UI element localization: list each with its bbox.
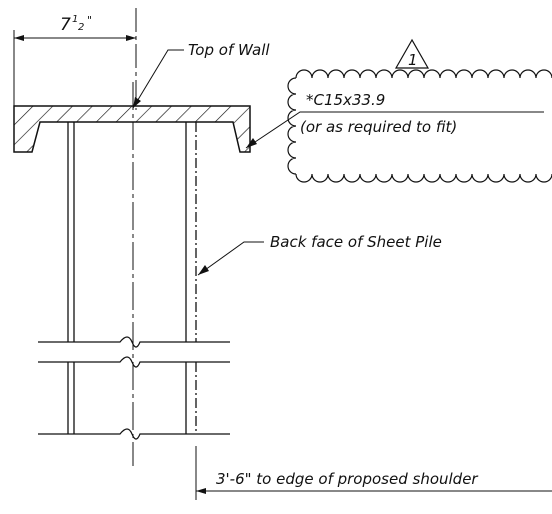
offset-dimension: 3'-6" to edge of proposed shoulder bbox=[195, 446, 552, 500]
channel-section-label: *C15x33.9 bbox=[306, 91, 385, 109]
back-face-callout: Back face of Sheet Pile bbox=[197, 233, 442, 276]
channel-leader-arrow-icon bbox=[246, 138, 257, 148]
channel-callout: *C15x33.9 (or as required to fit) bbox=[245, 91, 544, 149]
back-face-leader-arrow-icon bbox=[198, 265, 209, 275]
width-dimension: 7 1 2 " bbox=[13, 8, 137, 110]
revision-triangle-icon bbox=[394, 38, 430, 69]
channel-note-label: (or as required to fit) bbox=[300, 118, 457, 136]
dimension-numerator: 1 bbox=[72, 14, 78, 25]
dimension-inch-mark: " bbox=[87, 14, 92, 27]
dimension-denominator: 2 bbox=[78, 22, 84, 33]
revision-cloud bbox=[287, 69, 552, 183]
sheet-pile-lower bbox=[67, 362, 197, 434]
revision-number: 1 bbox=[408, 51, 418, 69]
offset-note: 3'-6" to edge of proposed shoulder bbox=[216, 470, 478, 488]
back-face-label: Back face of Sheet Pile bbox=[270, 233, 442, 251]
revision-delta: 1 bbox=[394, 38, 430, 69]
top-of-wall-label: Top of Wall bbox=[188, 41, 270, 59]
channel-cap bbox=[13, 105, 251, 153]
offset-arrow-icon bbox=[196, 488, 206, 494]
dimension-whole: 7 bbox=[60, 15, 71, 35]
arrow-left-icon bbox=[14, 35, 24, 41]
leader-arrow-icon bbox=[133, 97, 141, 108]
top-of-wall-callout: Top of Wall bbox=[132, 41, 270, 109]
break-lines bbox=[38, 336, 230, 440]
arrow-right-icon bbox=[126, 35, 136, 41]
sheet-pile-upper bbox=[67, 122, 197, 342]
